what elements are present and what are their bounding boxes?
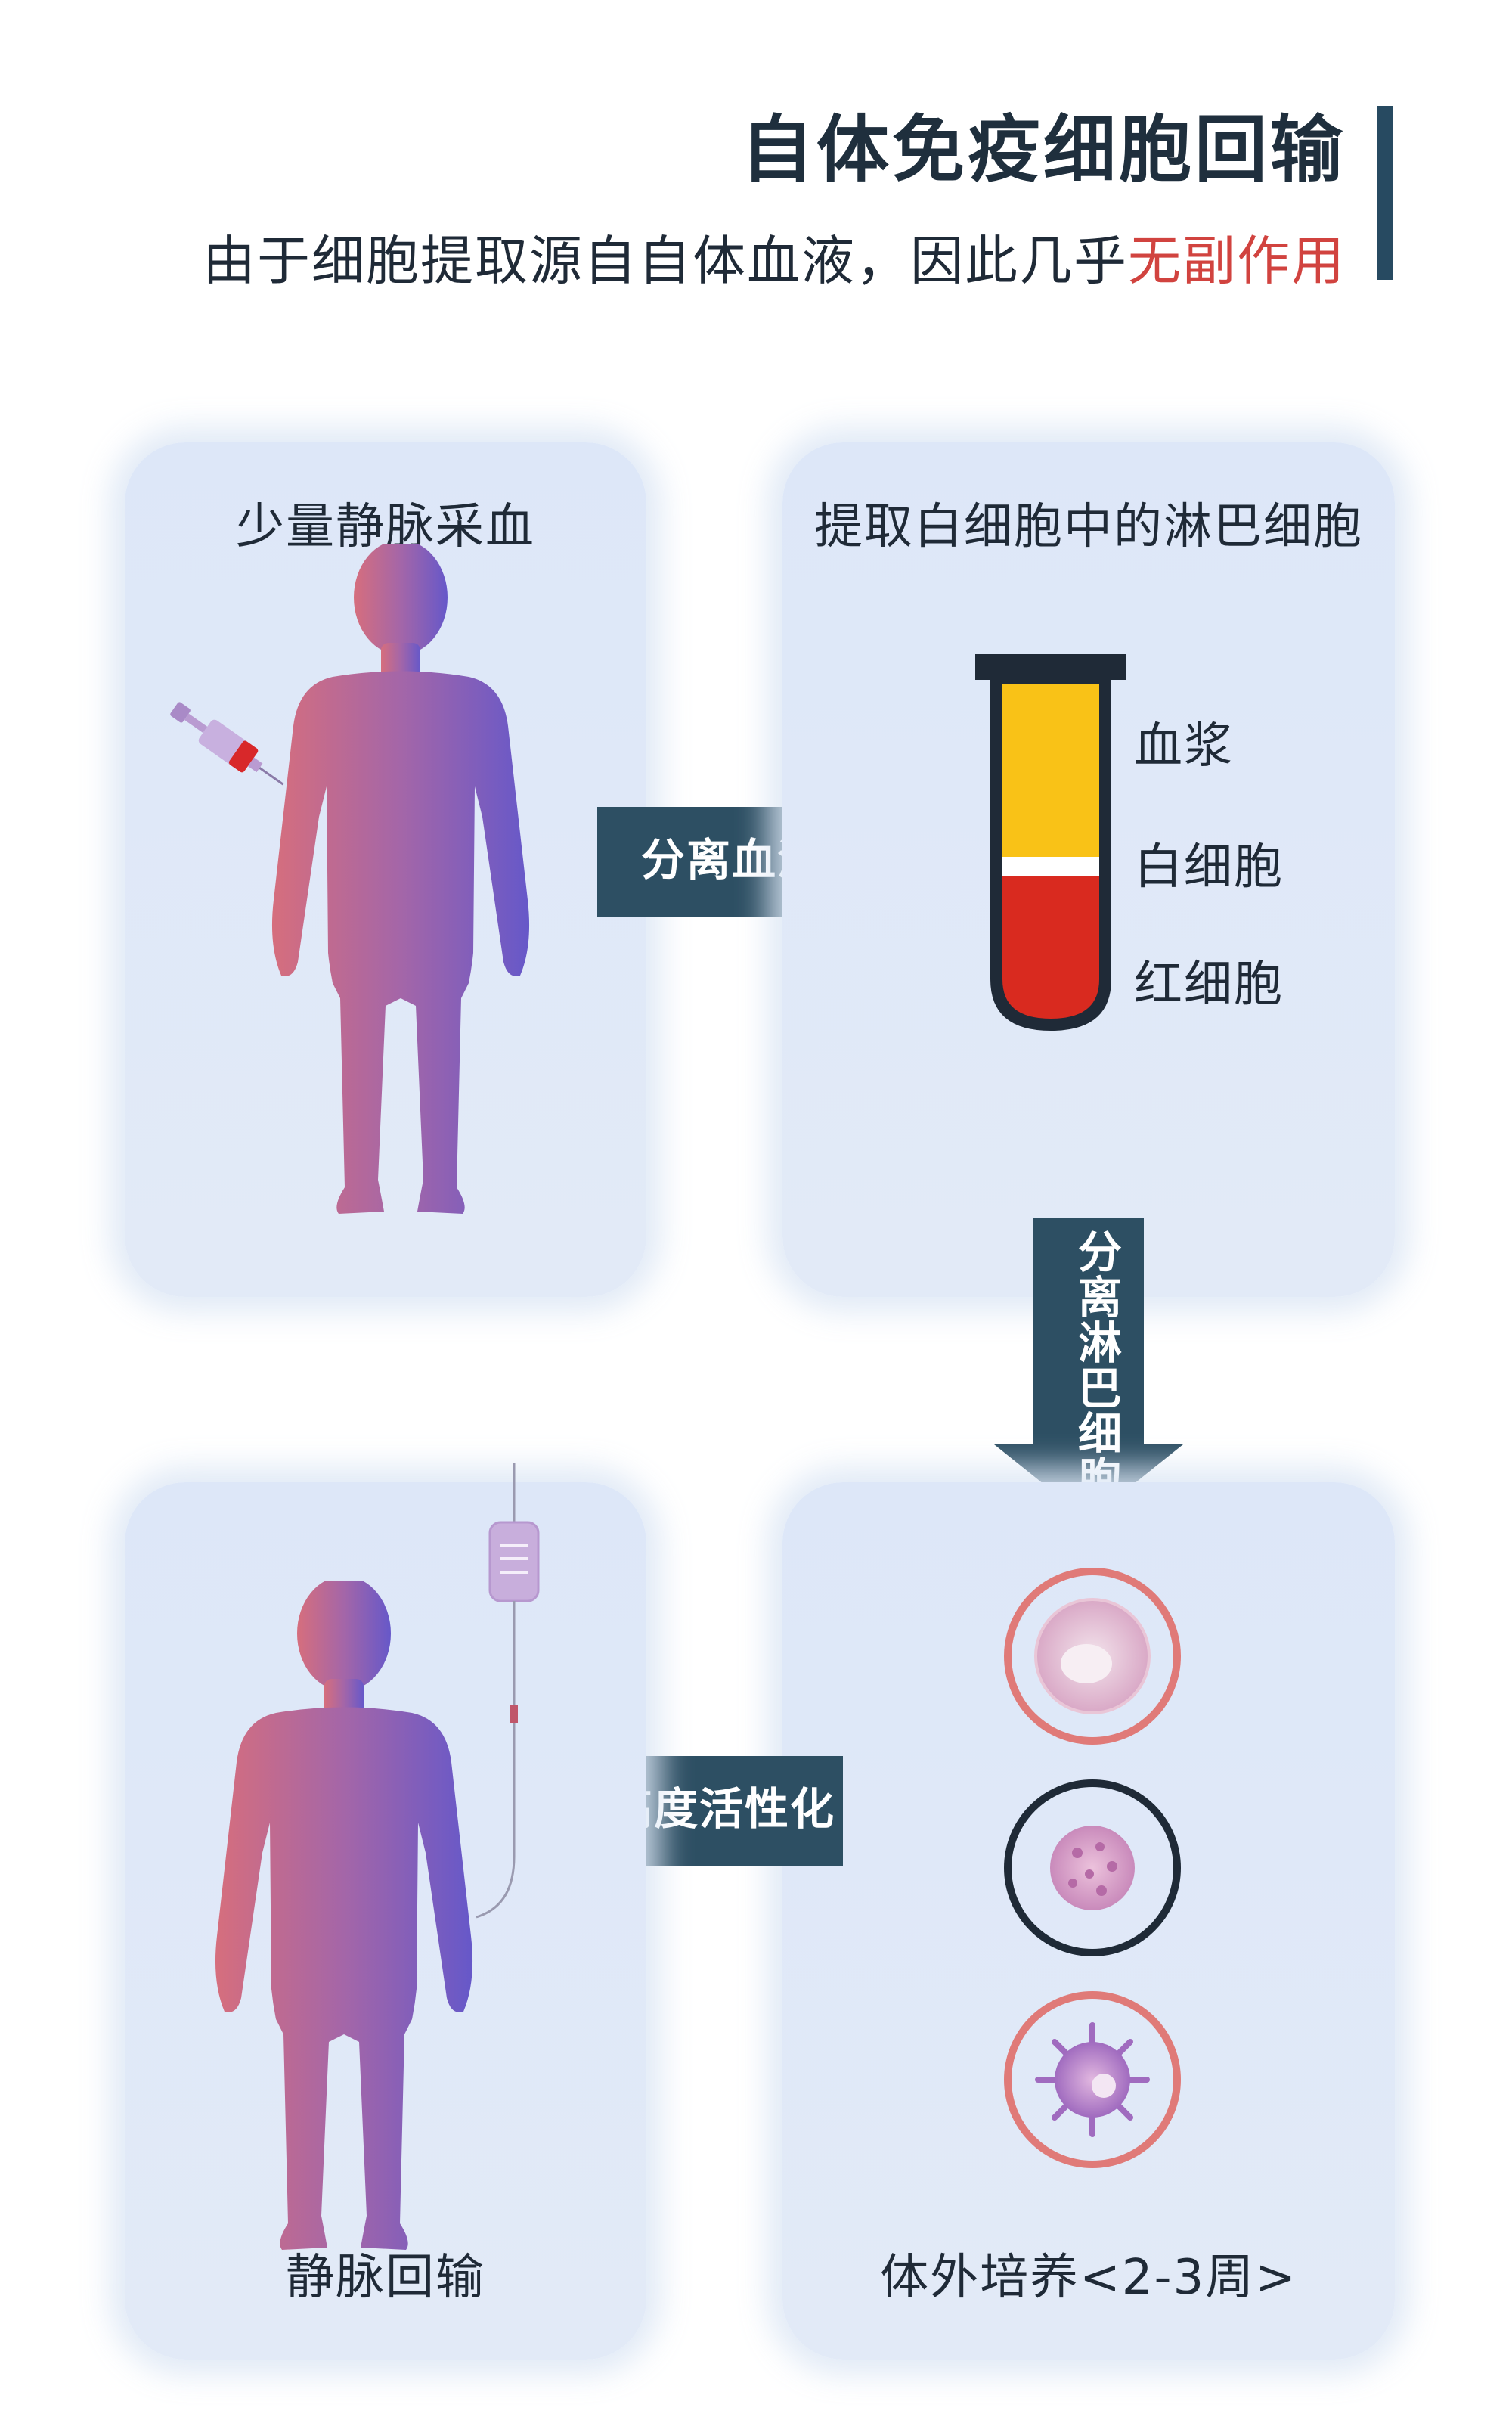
killer-cell-icon <box>1004 1991 1181 2168</box>
page-subtitle: 由于细胞提取源自自体血液，因此几乎无副作用 <box>203 219 1346 295</box>
step-extract-label: 提取白细胞中的淋巴细胞 <box>814 499 1363 555</box>
red-cells-label: 红细胞 <box>1134 957 1284 1013</box>
separate-lymphocytes-label: 分离淋巴细胞 <box>1070 1229 1122 1501</box>
separate-lymphocytes-arrow <box>994 1218 1183 1520</box>
white-cells-label: 白细胞 <box>1134 839 1284 895</box>
step-reinfusion-label: 静脉回输 <box>286 2250 485 2306</box>
iv-bag-icon <box>476 1463 540 1919</box>
header: 自体免疫细胞回输 由于细胞提取源自自体血液，因此几乎无副作用 <box>203 91 1346 295</box>
lymphocyte-cell-icon <box>1004 1568 1181 1745</box>
header-accent-bar <box>1377 106 1393 280</box>
test-tube-icon <box>975 654 1126 1031</box>
human-body-icon <box>271 544 530 1214</box>
subtitle-text: 由于细胞提取源自自体血液，因此几乎 <box>203 230 1128 292</box>
human-body-reinfusion-icon <box>215 1581 473 2250</box>
step-culture-label: 体外培养<2-3周> <box>880 2250 1297 2306</box>
activated-cell-icon <box>1004 1779 1181 1956</box>
step-extract-panel: 提取白细胞中的淋巴细胞 <box>782 442 1395 1297</box>
syringe-icon <box>170 702 284 786</box>
subtitle-highlight: 无副作用 <box>1128 230 1346 292</box>
page-title: 自体免疫细胞回输 <box>741 107 1346 192</box>
plasma-label: 血浆 <box>1134 718 1234 774</box>
